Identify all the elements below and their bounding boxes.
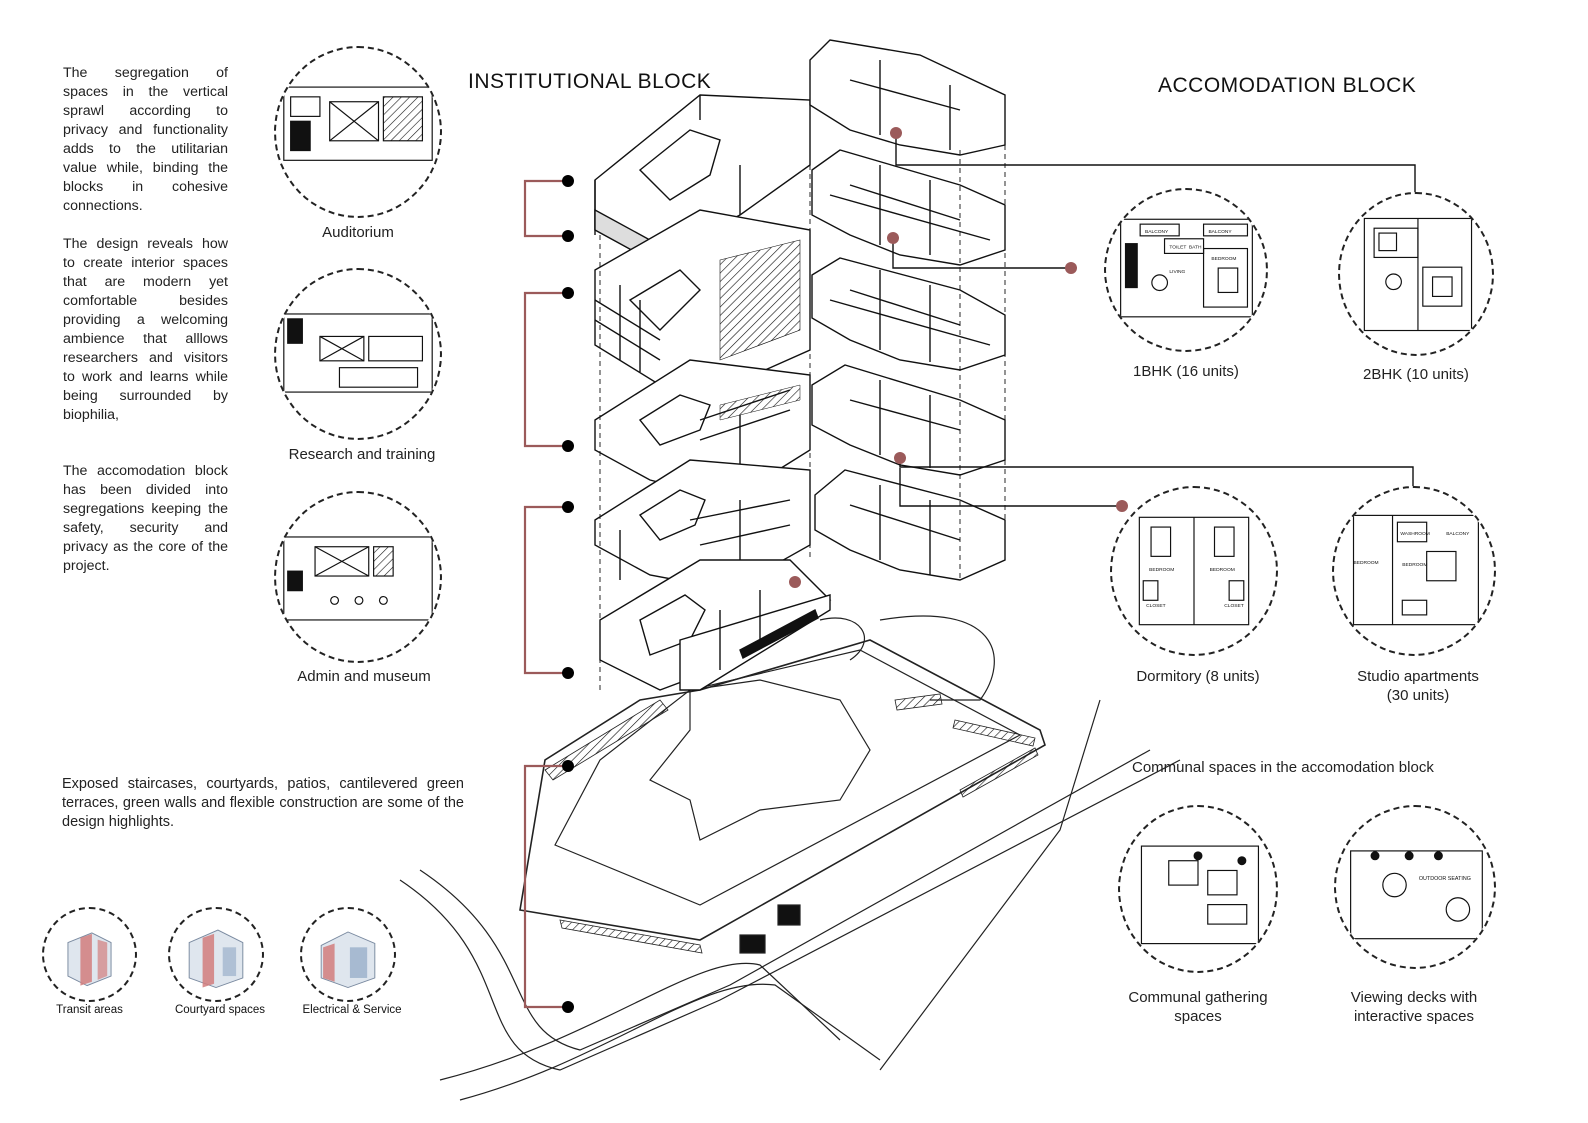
communal-gathering-caption-line-2: spaces [1174, 1008, 1222, 1025]
communal-gathering-caption-line-1: Communal gathering [1128, 989, 1268, 1006]
legend-transit-circle [42, 907, 137, 1002]
accommodation-block-heading: ACCOMODATION BLOCK [1158, 74, 1417, 97]
viewing-deck-plan-circle: OUTDOOR SEATING [1334, 805, 1496, 969]
institutional-block-drawing [594, 94, 832, 691]
studio-caption-line-2: (30 units) [1386, 687, 1450, 704]
1bhk-balcony-label: BALCONY [1145, 229, 1169, 235]
outdoor-seating-label: OUTDOOR SEATING [1419, 876, 1471, 882]
accommodation-block-drawing [809, 39, 1006, 581]
legend-electrical-label: Electrical & Service [302, 1004, 402, 1016]
2bhk-plan-circle [1338, 192, 1494, 356]
1bhk-balcony-label-2: BALCONY [1208, 229, 1232, 235]
dormitory-plan-circle: BEDROOM BEDROOM CLOSET CLOSET [1110, 486, 1278, 656]
legend-transit-label: Transit areas [56, 1004, 123, 1016]
floor-brackets [523, 179, 567, 1009]
legend-courtyard-label: Courtyard spaces [174, 1004, 266, 1016]
viewing-deck-caption: Viewing decks with interactive spaces [1334, 988, 1494, 1026]
design-highlights-text: Exposed staircases, courtyards, patios, … [62, 776, 464, 830]
viewing-deck-caption-line-1: Viewing decks with [1350, 989, 1478, 1006]
research-training-caption: Research and training [288, 446, 436, 463]
studio-washroom-label: WASHROOM [1400, 531, 1430, 537]
institutional-block-heading: INSTITUTIONAL BLOCK [468, 70, 712, 93]
auditorium-plan-circle [274, 46, 442, 218]
dormitory-caption: Dormitory (8 units) [1136, 668, 1260, 685]
2bhk-caption: 2BHK (10 units) [1363, 366, 1469, 383]
1bhk-bath-label: BATH [1189, 245, 1202, 251]
dormitory-bedroom-label: BEDROOM [1149, 567, 1174, 573]
1bhk-bedroom-label: BEDROOM [1211, 256, 1236, 262]
legend-courtyard-circle [168, 907, 264, 1002]
1bhk-plan-circle: BALCONY TOILET BATH BALCONY LIVING BEDRO… [1104, 188, 1268, 352]
studio-bedroom-label-2: BEDROOM [1402, 562, 1427, 568]
studio-balcony-label: BALCONY [1446, 531, 1470, 537]
auditorium-caption: Auditorium [322, 224, 394, 241]
legend-electrical-circle [300, 907, 396, 1002]
dormitory-bedroom-label-2: BEDROOM [1210, 567, 1235, 573]
site-plan [399, 615, 1181, 1101]
admin-museum-plan-circle [274, 491, 442, 663]
intro-paragraph-design: The design reveals how to create interio… [63, 236, 228, 423]
communal-spaces-heading: Communal spaces in the accomodation bloc… [1132, 759, 1434, 776]
admin-museum-caption: Admin and museum [297, 668, 431, 685]
bracket-dots [562, 175, 574, 1013]
viewing-deck-caption-line-2: interactive spaces [1353, 1008, 1475, 1025]
dormitory-closet-label-2: CLOSET [1224, 603, 1244, 609]
intro-paragraph-accommodation: The accomodation block has been divided … [63, 463, 228, 574]
studio-plan-circle: BEDROOM BEDROOM WASHROOM BALCONY [1332, 486, 1496, 656]
dormitory-closet-label: CLOSET [1146, 603, 1166, 609]
1bhk-caption: 1BHK (16 units) [1133, 363, 1239, 380]
1bhk-toilet-label: TOILET [1169, 245, 1186, 251]
studio-bedroom-label: BEDROOM [1354, 560, 1379, 566]
research-training-plan-circle [274, 268, 442, 440]
studio-caption: Studio apartments (30 units) [1332, 667, 1504, 705]
communal-gathering-caption: Communal gathering spaces [1118, 988, 1278, 1026]
studio-caption-line-1: Studio apartments [1357, 668, 1479, 685]
intro-paragraph-segregation: The segregation of spaces in the vertica… [63, 65, 228, 214]
1bhk-living-label: LIVING [1169, 269, 1185, 275]
communal-gathering-plan-circle [1118, 805, 1278, 973]
